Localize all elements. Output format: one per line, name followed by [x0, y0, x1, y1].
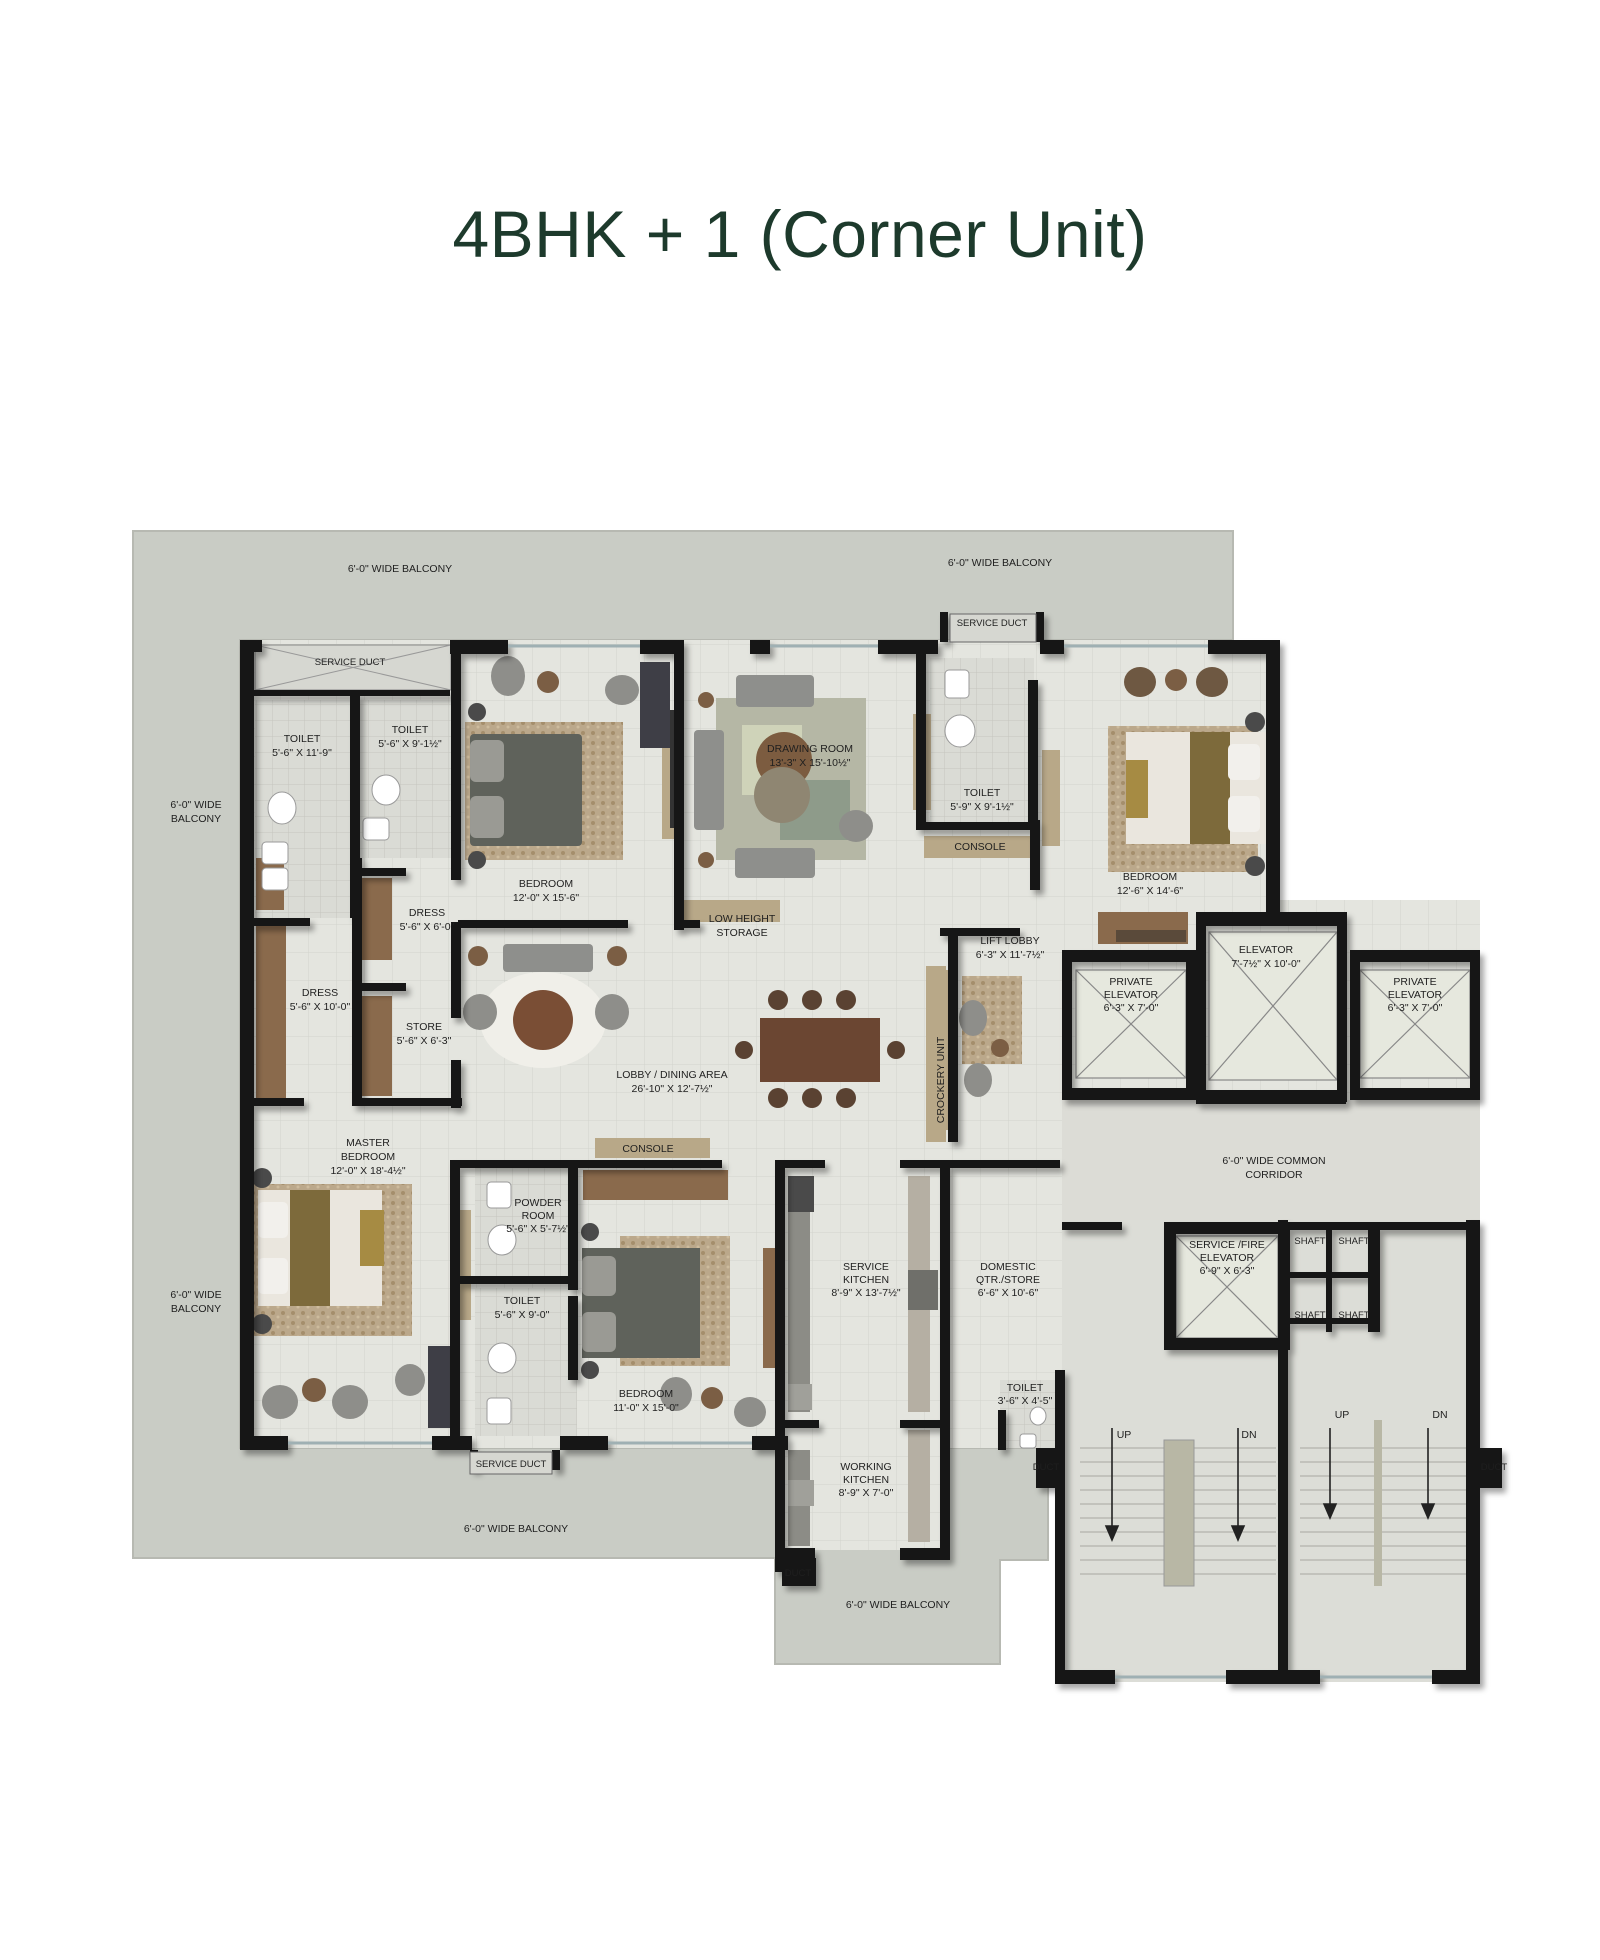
- domestic-qtr-name-2: QTR./STORE: [976, 1274, 1040, 1286]
- service-fire-elevator-name-2: ELEVATOR: [1200, 1252, 1255, 1264]
- low-height-storage-2: STORAGE: [716, 927, 767, 939]
- bedroom-1-size: 12'-0" X 15'-6": [513, 892, 580, 904]
- service-kitchen-name-1: SERVICE: [843, 1261, 889, 1273]
- lobby-dining-size: 26'-10" X 12'-7½": [632, 1083, 713, 1095]
- shaft-label-3: SHAFT: [1294, 1310, 1325, 1321]
- private-elevator-1-size: 6'-3" X 7'-0": [1104, 1002, 1159, 1014]
- stair-dn-label-2: DN: [1432, 1409, 1447, 1421]
- store-size: 5'-6" X 6'-3": [397, 1035, 452, 1047]
- balcony-left-top-label-2: BALCONY: [171, 813, 221, 825]
- corridor-label-1: 6'-0" WIDE COMMON: [1222, 1155, 1325, 1167]
- balcony-left-bottom-label-2: BALCONY: [171, 1303, 221, 1315]
- elevator-size: 7'-7½" X 10'-0": [1231, 958, 1301, 970]
- private-elevator-2-name-2: ELEVATOR: [1388, 989, 1443, 1001]
- corridor-label-2: CORRIDOR: [1245, 1169, 1303, 1181]
- balcony-top-left-label: 6'-0" WIDE BALCONY: [348, 563, 452, 575]
- dress-1-size: 5'-6" X 6'-0": [400, 921, 455, 933]
- domestic-qtr-size: 6'-6" X 10'-6": [978, 1287, 1039, 1299]
- powder-room-name-2: ROOM: [522, 1210, 555, 1222]
- balcony-bottom-label: 6'-0" WIDE BALCONY: [464, 1523, 568, 1535]
- room-labels: 6'-0" WIDE BALCONY 6'-0" WIDE BALCONY 6'…: [170, 557, 1507, 1611]
- service-duct-label-1: SERVICE DUCT: [315, 657, 386, 668]
- working-kitchen-size: 8'-9" X 7'-0": [839, 1487, 894, 1499]
- console-2-label: CONSOLE: [622, 1143, 673, 1155]
- furniture: [252, 656, 1476, 1587]
- duct-label-1: DUCT: [785, 1568, 812, 1579]
- lobby-dining-name: LOBBY / DINING AREA: [616, 1069, 727, 1081]
- working-kitchen-name-2: KITCHEN: [843, 1474, 889, 1486]
- lift-lobby-name: LIFT LOBBY: [980, 935, 1039, 947]
- toilet-2-size: 5'-6" X 9'-1½": [378, 738, 442, 750]
- bedroom-3-name: BEDROOM: [619, 1388, 673, 1400]
- toilet-3-name: TOILET: [964, 787, 1001, 799]
- lift-lobby-size: 6'-3" X 11'-7½": [976, 949, 1045, 961]
- shaft-label-2: SHAFT: [1338, 1236, 1369, 1247]
- crockery-unit-label: CROCKERY UNIT: [935, 1036, 947, 1123]
- service-fire-elevator-size: 6'-9" X 6'-3": [1200, 1265, 1255, 1277]
- bedroom-1-name: BEDROOM: [519, 878, 573, 890]
- service-duct-label-3: SERVICE DUCT: [476, 1459, 547, 1470]
- toilet-4-name: TOILET: [504, 1295, 541, 1307]
- balcony-top-right-label: 6'-0" WIDE BALCONY: [948, 557, 1052, 569]
- toilet-5-name: TOILET: [1007, 1382, 1044, 1394]
- low-height-storage-1: LOW HEIGHT: [709, 913, 776, 925]
- working-kitchen-name-1: WORKING: [840, 1461, 891, 1473]
- toilet-1-size: 5'-6" X 11'-9": [272, 747, 332, 759]
- service-fire-elevator-name-1: SERVICE /FIRE: [1189, 1239, 1265, 1251]
- drawing-room-name: DRAWING ROOM: [767, 743, 853, 755]
- powder-room-name-1: POWDER: [514, 1197, 562, 1209]
- private-elevator-1-name-2: ELEVATOR: [1104, 989, 1159, 1001]
- master-bedroom-name-1: MASTER: [346, 1137, 390, 1149]
- balcony-left-top-label-1: 6'-0" WIDE: [170, 799, 221, 811]
- stair-up-label-1: UP: [1117, 1429, 1132, 1441]
- private-elevator-2-name-1: PRIVATE: [1393, 976, 1436, 988]
- toilet-5-size: 3'-6" X 4'-5": [998, 1395, 1053, 1407]
- stair-dn-label-1: DN: [1241, 1429, 1256, 1441]
- bedroom-2-name: BEDROOM: [1123, 871, 1177, 883]
- bedroom-2-size: 12'-6" X 14'-6": [1117, 885, 1184, 897]
- duct-label-2: DUCT: [1033, 1462, 1060, 1473]
- bedroom-3-size: 11'-0" X 15'-0": [613, 1402, 679, 1414]
- elevator-name: ELEVATOR: [1239, 944, 1294, 956]
- windows: [288, 644, 1432, 1679]
- service-kitchen-name-2: KITCHEN: [843, 1274, 889, 1286]
- dress-1-name: DRESS: [409, 907, 445, 919]
- toilet-2-name: TOILET: [392, 724, 429, 736]
- powder-room-size: 5'-6" X 5'-7½": [506, 1223, 570, 1235]
- shaft-label-1: SHAFT: [1294, 1236, 1325, 1247]
- dress-2-size: 5'-6" X 10'-0": [290, 1001, 351, 1013]
- toilet-4-size: 5'-6" X 9'-0": [495, 1309, 550, 1321]
- domestic-qtr-name-1: DOMESTIC: [980, 1261, 1036, 1273]
- private-elevator-1-name-1: PRIVATE: [1109, 976, 1152, 988]
- service-duct-label-2: SERVICE DUCT: [957, 618, 1028, 629]
- master-bedroom-name-2: BEDROOM: [341, 1151, 395, 1163]
- walls: [240, 612, 1502, 1684]
- service-kitchen-size: 8'-9" X 13'-7½": [831, 1287, 901, 1299]
- toilet-3-size: 5'-9" X 9'-1½": [950, 801, 1014, 813]
- balcony-kitchen-label: 6'-0" WIDE BALCONY: [846, 1599, 950, 1611]
- store-name: STORE: [406, 1021, 442, 1033]
- shaft-label-4: SHAFT: [1338, 1310, 1369, 1321]
- duct-label-3: DUCT: [1481, 1462, 1508, 1473]
- plan-title: 4BHK + 1 (Corner Unit): [452, 197, 1148, 271]
- balcony-left-bottom-label-1: 6'-0" WIDE: [170, 1289, 221, 1301]
- console-1-label: CONSOLE: [954, 841, 1005, 853]
- private-elevator-2-size: 6'-3" X 7'-0": [1388, 1002, 1443, 1014]
- toilet-1-name: TOILET: [284, 733, 321, 745]
- dress-2-name: DRESS: [302, 987, 338, 999]
- master-bedroom-size: 12'-0" X 18'-4½": [330, 1165, 405, 1177]
- drawing-room-size: 13'-3" X 15'-10½": [770, 757, 851, 769]
- stair-up-label-2: UP: [1335, 1409, 1350, 1421]
